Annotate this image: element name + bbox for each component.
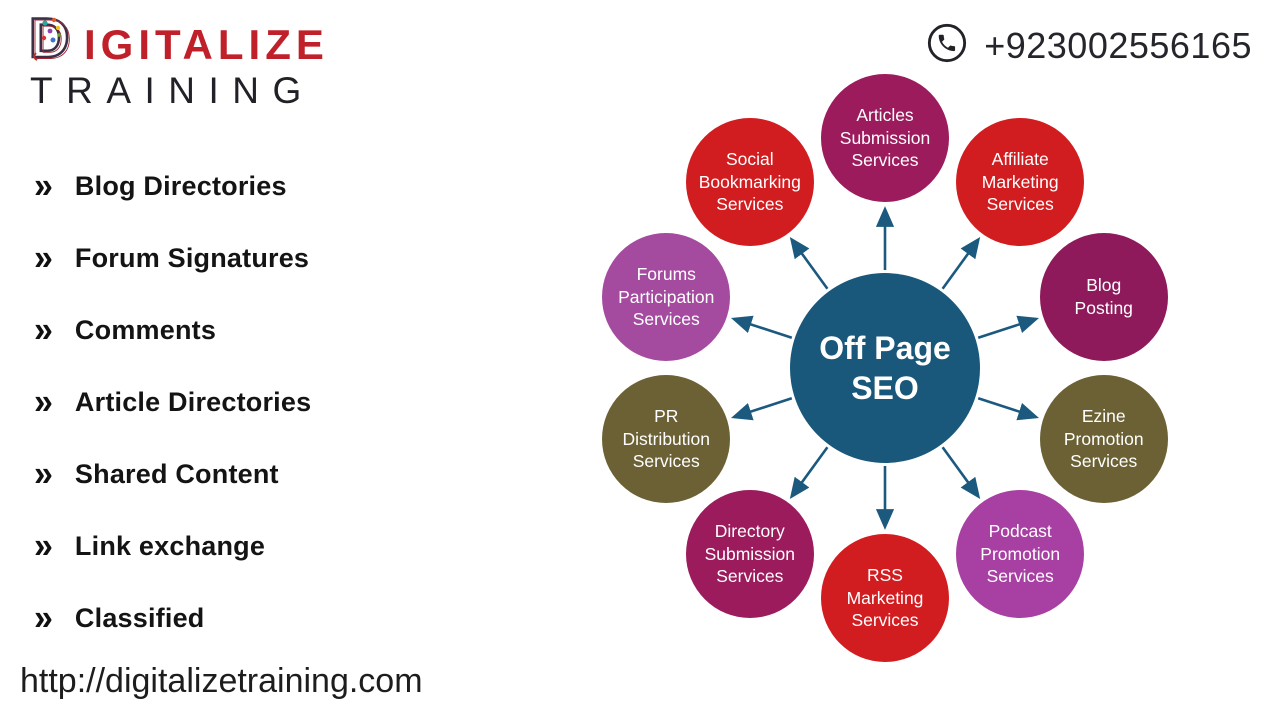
seo-node-label-line: Articles <box>856 104 914 125</box>
seo-node-label-line: Services <box>716 194 784 215</box>
website-url: http://digitalizetraining.com <box>20 662 423 700</box>
seo-node-label-line: Services <box>632 309 700 330</box>
arrow-to-social-bookmarking <box>789 237 829 290</box>
digitalize-d-icon: D D <box>28 5 84 71</box>
seo-node-label-line: Ezine <box>1081 405 1126 426</box>
checklist-item-label: Link exchange <box>74 530 266 561</box>
seo-node-label-line: Participation <box>618 286 715 307</box>
phone-contact: +923002556165 <box>926 22 1252 69</box>
checklist-item-comments: » Comments <box>34 310 311 350</box>
seo-node-label-line: Services <box>986 194 1054 215</box>
seo-node-label-line: Services <box>1070 451 1138 472</box>
checklist-item-shared-content: » Shared Content <box>34 454 311 494</box>
double-chevron-icon: » <box>34 526 53 566</box>
seo-node-label-line: RSS <box>867 564 903 585</box>
seo-node-label-line: Services <box>716 566 784 587</box>
seo-node-label-line: Submission <box>839 127 931 148</box>
center-node-off-page-seo: Off Page SEO <box>790 273 980 463</box>
brand-logo-line1: D D IGITALIZE <box>28 5 329 71</box>
seo-node-label-line: Promotion <box>980 543 1061 564</box>
seo-node-label-line: Blog <box>1086 275 1122 296</box>
seo-node-label-line: PR <box>654 405 679 426</box>
seo-node-label-line: Bookmarking <box>698 171 801 192</box>
phone-number: +923002556165 <box>984 24 1252 66</box>
brand-logo: D D IGITALIZE TRAINING <box>28 5 329 111</box>
seo-node-label-line: Social <box>725 148 774 169</box>
checklist-item-label: Comments <box>74 314 217 345</box>
brand-subname: TRAINING <box>30 70 315 111</box>
double-chevron-icon: » <box>34 166 53 206</box>
checklist-item-blog-directories: » Blog Directories <box>34 166 311 206</box>
checklist-item-label: Article Directories <box>74 386 312 417</box>
arrow-to-ezine-promotion <box>977 397 1039 421</box>
checklist-item-label: Forum Signatures <box>74 242 310 273</box>
double-chevron-icon: » <box>34 454 53 494</box>
arrow-to-affiliate-marketing <box>941 237 981 290</box>
checklist-item-article-directories: » Article Directories <box>34 382 311 422</box>
seo-node-label-line: Podcast <box>988 520 1052 541</box>
seo-node-label-line: Directory <box>714 520 785 541</box>
double-chevron-icon: » <box>34 310 53 350</box>
center-node-line: SEO <box>851 370 919 406</box>
seo-node-label-line: Submission <box>704 543 796 564</box>
seo-node-label-line: Services <box>632 451 700 472</box>
arrow-to-podcast-promotion <box>941 446 981 499</box>
center-node-line: Off Page <box>819 330 951 366</box>
arrow-to-blog-posting <box>977 315 1039 339</box>
checklist: » Blog Directories » Forum Signatures » … <box>34 166 311 670</box>
seo-node-label-line: Distribution <box>622 428 711 449</box>
checklist-item-classified: » Classified <box>34 598 311 638</box>
seo-node-label-line: Affiliate <box>991 148 1049 169</box>
arrow-to-pr-distribution <box>731 397 793 421</box>
checklist-item-link-exchange: » Link exchange <box>34 526 311 566</box>
phone-icon <box>926 22 968 69</box>
checklist-item-label: Shared Content <box>74 458 279 489</box>
double-chevron-icon: » <box>34 382 53 422</box>
seo-node-label-line: Marketing <box>846 587 924 608</box>
seo-node-label-line: Services <box>851 610 919 631</box>
arrow-to-directory-submission <box>789 446 829 499</box>
seo-node-label-line: Services <box>851 150 919 171</box>
seo-node-label-line: Marketing <box>981 171 1059 192</box>
double-chevron-icon: » <box>34 598 53 638</box>
brand-name: IGITALIZE <box>84 21 329 68</box>
seo-node-label-line: Promotion <box>1063 428 1144 449</box>
checklist-item-forum-signatures: » Forum Signatures <box>34 238 311 278</box>
seo-node-label-line: Forums <box>636 263 696 284</box>
arrow-to-forums-participation <box>731 315 793 339</box>
checklist-item-label: Classified <box>74 602 205 633</box>
checklist-item-label: Blog Directories <box>74 170 287 201</box>
seo-node-label-line: Posting <box>1074 297 1133 318</box>
double-chevron-icon: » <box>34 238 53 278</box>
seo-node-label-line: Services <box>986 566 1054 587</box>
